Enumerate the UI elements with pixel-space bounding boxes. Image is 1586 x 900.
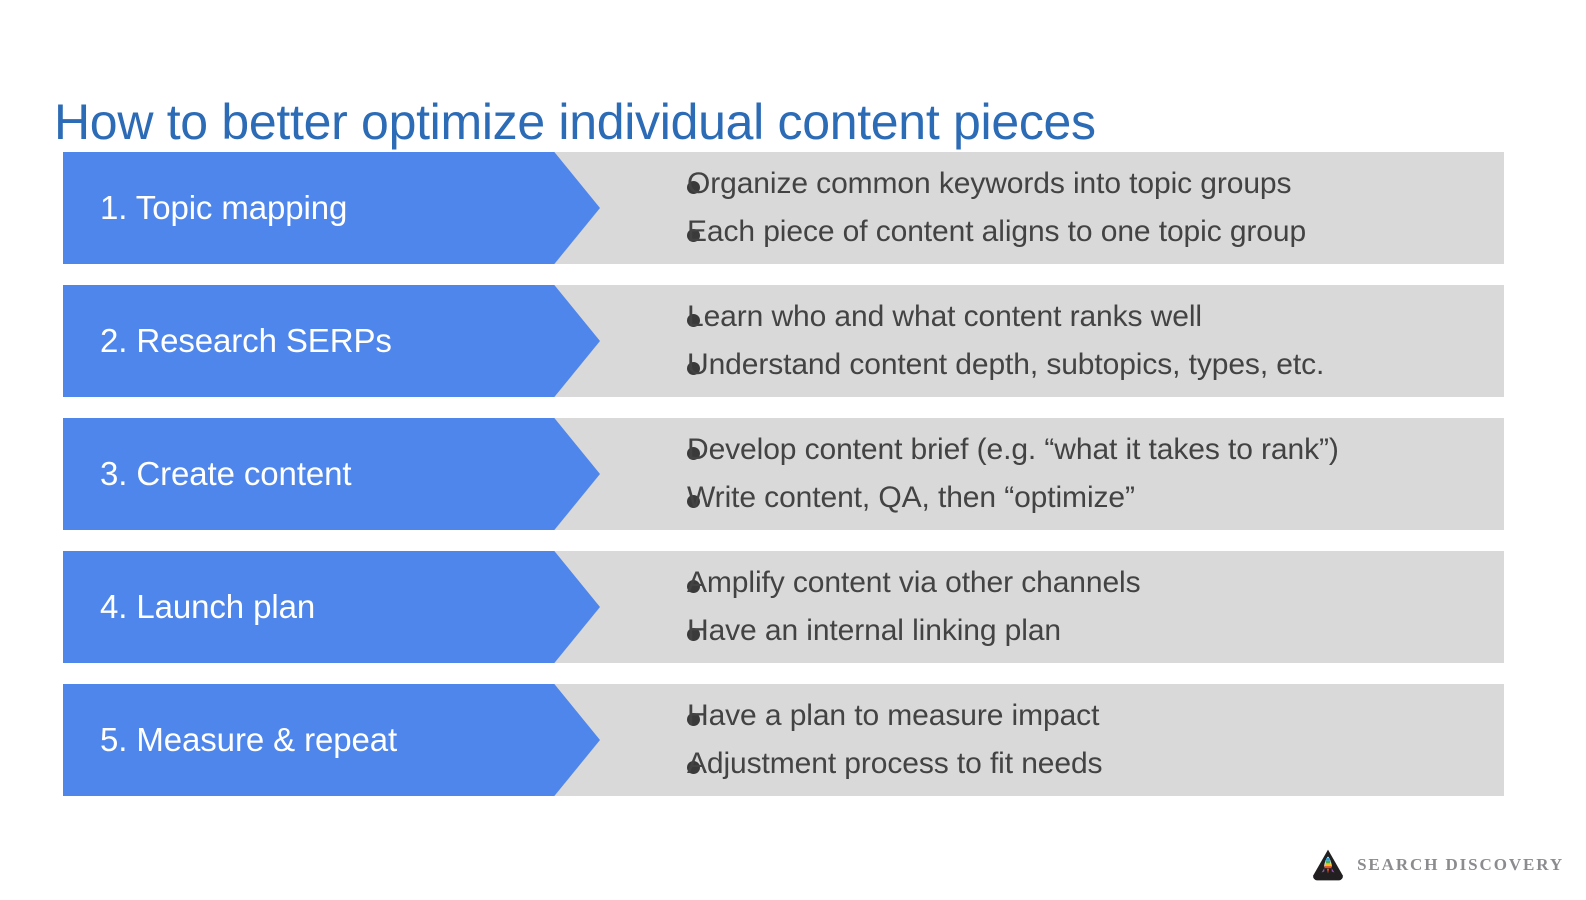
step-bullet-list: Have a plan to measure impact Adjustment… [632,684,1504,796]
step-label: 5. Measure & repeat [100,721,398,758]
step-label: 2. Research SERPs [100,322,392,359]
step-chevron-5: 5. Measure & repeat [63,684,600,796]
list-item: Understand content depth, subtopics, typ… [632,341,1504,389]
bullet-dot-icon [632,695,700,743]
bullet-dot-icon [632,429,700,477]
bullet-text: Organize common keywords into topic grou… [687,167,1292,200]
bullet-text: Have an internal linking plan [687,614,1062,647]
bullet-text: Adjustment process to fit needs [687,747,1103,780]
bullet-dot-icon [632,344,700,392]
process-step-row: Amplify content via other channels Have … [63,551,1504,663]
list-item: Organize common keywords into topic grou… [632,160,1504,208]
page-title: How to better optimize individual conten… [54,93,1096,150]
bullet-dot-icon [632,477,700,525]
step-chevron-3: 3. Create content [63,418,600,530]
step-chevron-1: 1. Topic mapping [63,152,600,264]
bullet-dot-icon [632,610,700,658]
step-bullet-list: Learn who and what content ranks well Un… [632,285,1504,397]
list-item: Write content, QA, then “optimize” [632,474,1504,522]
bullet-dot-icon [632,743,700,791]
bullet-dot-icon [632,163,700,211]
step-chevron-2: 2. Research SERPs [63,285,600,397]
process-step-row: Have a plan to measure impact Adjustment… [63,684,1504,796]
bullet-dot-icon [632,562,700,610]
brand-wordmark: SEARCH DISCOVERY [1357,855,1564,874]
bullet-text: Develop content brief (e.g. “what it tak… [687,433,1339,466]
process-step-row: Organize common keywords into topic grou… [63,152,1504,264]
bullet-text: Each piece of content aligns to one topi… [687,215,1307,248]
process-step-row: Develop content brief (e.g. “what it tak… [63,418,1504,530]
process-step-row: Learn who and what content ranks well Un… [63,285,1504,397]
brand-logo: SEARCH DISCOVERY [1311,848,1564,882]
bullet-text: Understand content depth, subtopics, typ… [687,348,1325,381]
rocket-triangle-icon [1313,849,1343,881]
step-label: 1. Topic mapping [100,189,348,226]
bullet-text: Learn who and what content ranks well [687,300,1202,333]
process-step-list: Organize common keywords into topic grou… [63,152,1504,796]
bullet-text: Have a plan to measure impact [687,699,1100,732]
step-chevron-4: 4. Launch plan [63,551,600,663]
list-item: Have a plan to measure impact [632,692,1504,740]
step-bullet-list: Organize common keywords into topic grou… [632,152,1504,264]
bullet-text: Write content, QA, then “optimize” [687,481,1135,514]
list-item: Have an internal linking plan [632,607,1504,655]
bullet-dot-icon [632,211,700,259]
step-bullet-list: Develop content brief (e.g. “what it tak… [632,418,1504,530]
bullet-dot-icon [632,296,700,344]
list-item: Amplify content via other channels [632,559,1504,607]
step-label: 4. Launch plan [100,588,316,625]
bullet-text: Amplify content via other channels [687,566,1141,599]
list-item: Adjustment process to fit needs [632,740,1504,788]
step-label: 3. Create content [100,455,352,492]
list-item: Each piece of content aligns to one topi… [632,208,1504,256]
step-bullet-list: Amplify content via other channels Have … [632,551,1504,663]
list-item: Learn who and what content ranks well [632,293,1504,341]
list-item: Develop content brief (e.g. “what it tak… [632,426,1504,474]
